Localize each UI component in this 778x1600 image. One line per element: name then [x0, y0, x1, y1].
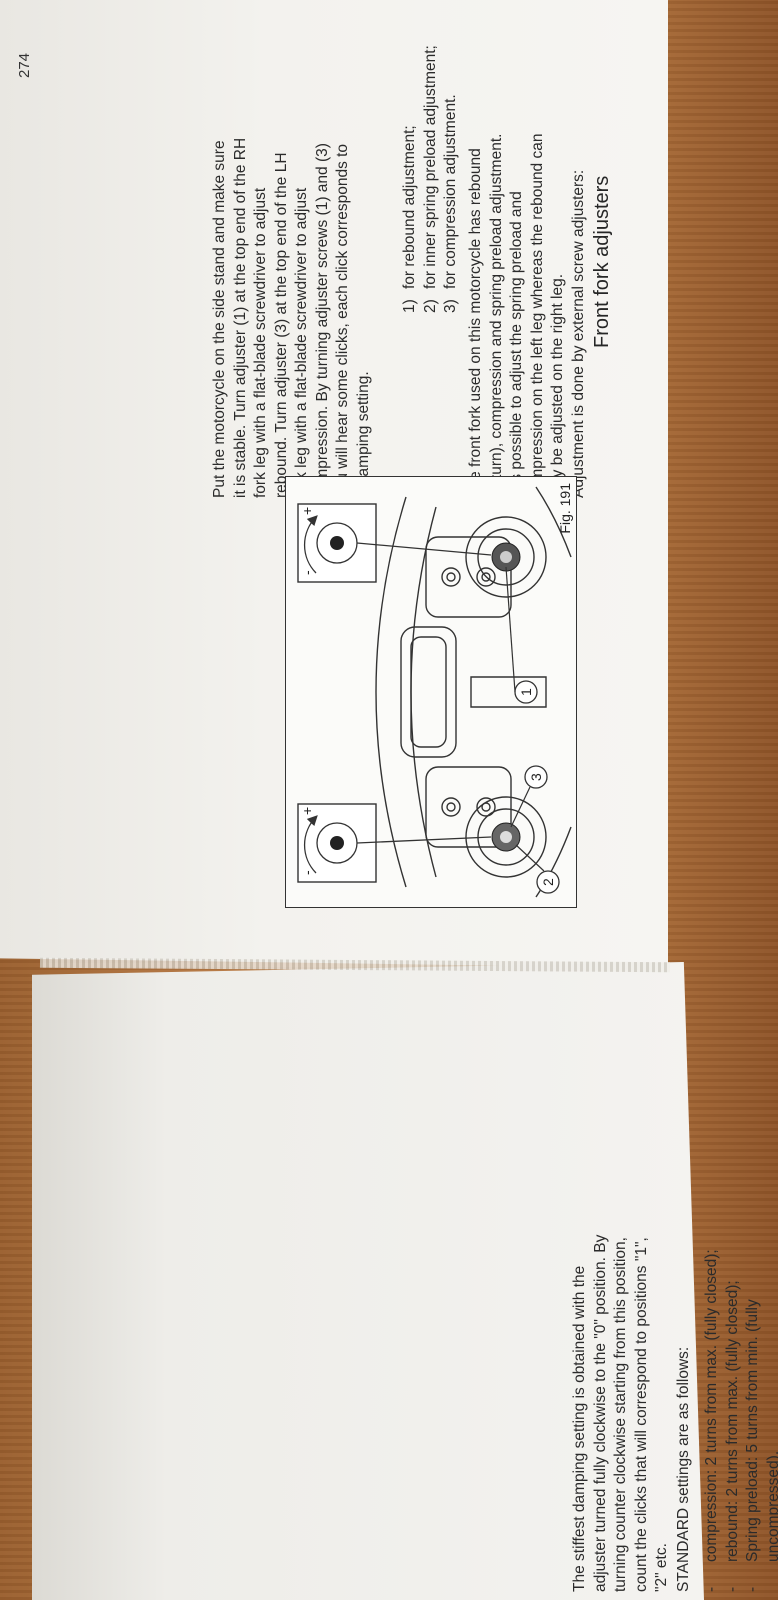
callout-1: 1: [518, 688, 534, 696]
intro-line: The front fork used on this motorcycle h…: [467, 148, 484, 498]
procedure-line: you will hear some clicks, each click co…: [334, 143, 351, 498]
callout-3: 3: [528, 773, 544, 781]
damping-line: count the clicks that will correspond to…: [632, 1237, 650, 1592]
standard-settings-block: STANDARD settings are as follows:: [674, 1347, 695, 1592]
minus-symbol: -: [299, 870, 315, 875]
procedure-line: fork leg with a flat-blade screwdriver t…: [252, 187, 269, 498]
minus-symbol: -: [299, 570, 315, 575]
right-page-sheet: [32, 962, 704, 1600]
procedure-line: a damping setting.: [354, 371, 372, 498]
intro-line: It is possible to adjust the spring prel…: [508, 191, 525, 498]
damping-line: turning counter clockwise starting from …: [612, 1237, 629, 1592]
callout-2: 2: [540, 878, 556, 886]
list-item-continuation: uncompressed).: [764, 1450, 778, 1562]
procedure-line: compression. By turning adjuster screws …: [313, 143, 331, 498]
standard-settings-list: - compression: 2 turns from max. (fully …: [702, 1249, 778, 1592]
adjuster-list: 1)for rebound adjustment; 2)for inner sp…: [400, 45, 462, 313]
procedure-text-block: Put the motorcycle on the side stand and…: [210, 138, 374, 498]
fork-diagram: - + - + 1 2 3: [297, 486, 572, 898]
section-title: Front fork adjusters: [591, 175, 613, 348]
damping-text-block: The stiffest damping setting is obtained…: [570, 1235, 673, 1592]
damping-line: adjuster turned fully clockwise to the "…: [591, 1234, 609, 1592]
procedure-line: Put the motorcycle on the side stand and…: [211, 140, 228, 498]
procedure-line: rebound. Turn adjuster (3) at the top en…: [272, 152, 290, 498]
plus-symbol: +: [299, 807, 315, 815]
page-number: 274: [16, 52, 33, 78]
intro-line: only be adjusted on the right leg.: [549, 273, 566, 498]
standard-heading: STANDARD settings are as follows:: [675, 1346, 692, 1592]
list-item: 2)for inner spring preload adjustment;: [421, 45, 439, 313]
list-item: 1)for rebound adjustment;: [401, 125, 418, 313]
left-page: 274 Front fork adjusters The front fork …: [16, 38, 613, 908]
intro-line: compression on the left leg whereas the …: [528, 133, 546, 498]
intro-line: (return), compression and spring preload…: [487, 133, 505, 498]
damping-line: The stiffest damping setting is obtained…: [571, 1265, 588, 1592]
list-item: 3)for compression adjustment.: [442, 94, 459, 313]
right-page: The stiffest damping setting is obtained…: [32, 962, 778, 1600]
plus-symbol: +: [299, 507, 315, 515]
intro-text-block: The front fork used on this motorcycle h…: [466, 38, 589, 498]
procedure-line: fork leg with a flat-blade screwdriver t…: [293, 187, 310, 498]
list-item: - Spring preload: 5 turns from min. (ful…: [744, 1299, 761, 1592]
intro-line: Adjustment is done by external screw adj…: [569, 169, 587, 498]
fork-adjuster-figure: - + - + 1 2 3 Fig. 191: [285, 476, 577, 908]
list-item: - rebound: 2 turns from max. (fully clos…: [723, 1280, 741, 1592]
list-item: - compression: 2 turns from max. (fully …: [703, 1249, 720, 1592]
procedure-line: it is stable. Turn adjuster (1) at the t…: [231, 137, 249, 498]
damping-line: "2" etc.: [653, 1543, 670, 1592]
figure-caption: Fig. 191: [557, 483, 573, 534]
